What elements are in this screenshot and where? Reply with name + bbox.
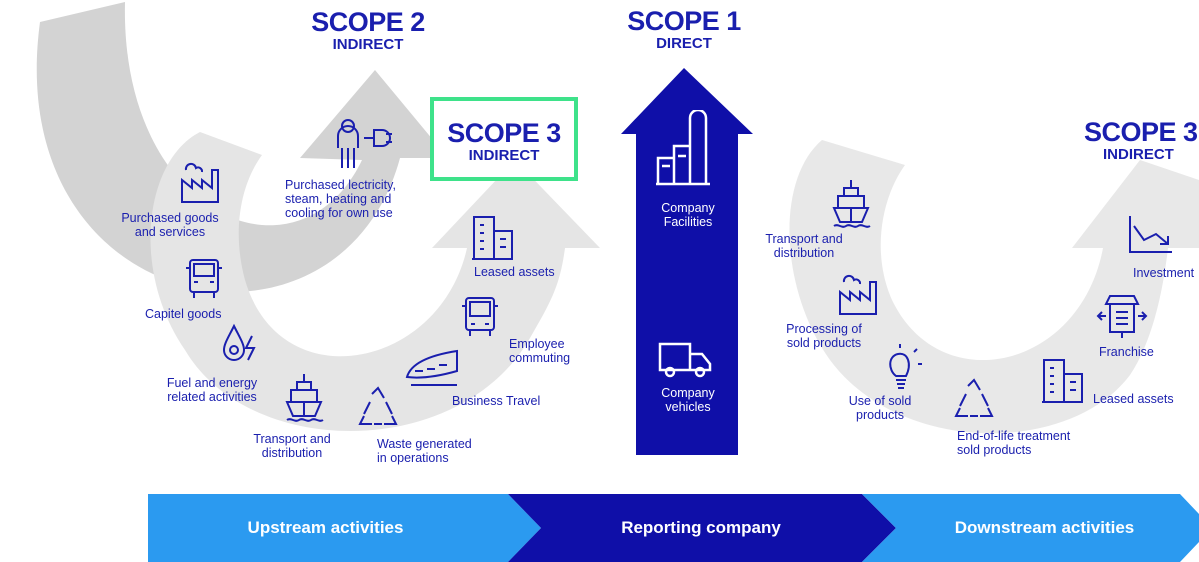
scope3-downstream-subtitle: INDIRECT [1103, 146, 1174, 163]
scope3-upstream-title: SCOPE 3 [447, 118, 561, 148]
scope1-subtitle: DIRECT [656, 35, 712, 52]
band-downstream-label: Downstream activities [954, 518, 1135, 537]
facility-icon [654, 110, 712, 188]
ship-icon [283, 372, 325, 424]
truck-front-icon [184, 256, 224, 302]
downstream-item-label: Franchise [1099, 345, 1154, 359]
upstream-item-label: Capitel goods [145, 307, 222, 321]
downstream-item-label: Leased assets [1093, 392, 1174, 406]
scope3-upstream-arrow [150, 132, 601, 432]
band-downstream-shape [862, 494, 1199, 562]
recycle-icon [952, 378, 996, 422]
scope1-header: SCOPE 1 DIRECT [614, 6, 754, 53]
scope1-arrow [621, 68, 753, 455]
scope2-curved-arrow [36, 2, 448, 292]
scope3-upstream-subtitle: INDIRECT [468, 147, 540, 164]
fuel-energy-icon [220, 322, 264, 366]
upstream-item-label: Leased assets [474, 265, 555, 279]
scope3-downstream-title: SCOPE 3 [1084, 119, 1198, 147]
ship-icon [830, 178, 872, 230]
scope3-downstream-header: SCOPE 3 INDIRECT [1075, 119, 1199, 163]
band-reporting-label: Reporting company [621, 518, 781, 537]
upstream-item-label: Business Travel [452, 394, 541, 408]
scope2-subtitle: INDIRECT [332, 36, 404, 53]
recycle-icon [356, 386, 400, 430]
downstream-item-label: Investment [1133, 266, 1195, 280]
investment-chart-icon [1126, 214, 1174, 256]
band-reporting-shape [508, 494, 896, 562]
scope1-title: SCOPE 1 [627, 6, 741, 36]
building-icon [1040, 356, 1086, 404]
factory-icon [176, 158, 222, 204]
scope2-title: SCOPE 2 [311, 7, 425, 37]
delivery-truck-icon [658, 340, 714, 380]
train-icon [403, 345, 463, 391]
band-upstream-shape [148, 494, 541, 562]
bus-icon [460, 294, 500, 340]
franchise-icon [1096, 292, 1148, 340]
scope3-upstream-header: SCOPE 3 INDIRECT [434, 118, 574, 165]
person-plug-icon [334, 118, 398, 172]
scope3-highlight-box [430, 97, 578, 181]
lightbulb-icon [880, 342, 924, 392]
factory-icon [834, 270, 880, 316]
building-icon [470, 213, 516, 261]
scope2-header: SCOPE 2 INDIRECT [298, 7, 438, 54]
band-upstream-label: Upstream activities [247, 518, 404, 537]
